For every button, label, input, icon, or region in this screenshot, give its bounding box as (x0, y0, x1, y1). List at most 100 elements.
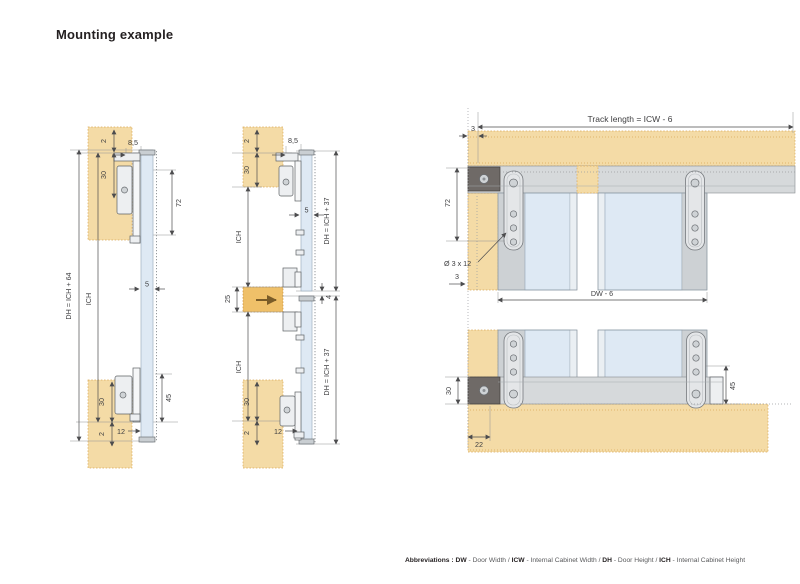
panel-clip (295, 367, 305, 374)
footer-desc-dw: - Door Width / (466, 557, 512, 564)
dim-label-gap-bottom: 2 (97, 432, 106, 436)
footer-desc-ich: - Internal Cabinet Height (670, 557, 746, 564)
door-panel (604, 192, 683, 291)
bracket-inner (506, 173, 521, 248)
lower-hanger-profile (294, 311, 302, 328)
guide-bolt (509, 389, 518, 399)
hanger-bolt (690, 178, 700, 188)
footer-desc-dh: - Door Height / (611, 557, 660, 564)
bracket-screw (509, 224, 518, 232)
callout-label-screw-spec: Ø 3 x 12 (444, 259, 471, 268)
cabinet-top-panel (467, 130, 796, 167)
abbreviations-footer: Abbreviations : DW - Door Width / ICW - … (370, 557, 780, 564)
profile-clip-bottom (129, 413, 141, 422)
door-edge-trim (569, 192, 578, 291)
adjustment-screw (121, 186, 128, 194)
dim-label-offset-top: 8,5 (288, 136, 298, 145)
door-edge-trim (569, 329, 578, 379)
top-hanger-fitting (113, 152, 141, 244)
footer-abbr-dw: DW (455, 557, 467, 564)
dim-label-door-thickness: 5 (305, 206, 309, 215)
bottom-end-cap-screw-center (482, 389, 486, 392)
upper-guide-profile (294, 271, 302, 288)
door-bottom-profile (138, 436, 156, 443)
bracket-screw (691, 238, 699, 246)
top-hanger-fitting (275, 152, 305, 256)
upper-door-panel (300, 149, 313, 292)
diagram-middle-side-section: 2 30 8,5 ICH 5 DH = ICH + 37 25 4 ICH DH… (223, 126, 340, 469)
dim-label-offset-top: 8,5 (128, 138, 138, 147)
dim-label-bottom-track-height: 30 (444, 387, 453, 395)
diagram-right-front-view: Track length = ICW - 6 3 72 Ø 3 x 12 3 D… (443, 108, 796, 453)
sliding-door-panel (140, 149, 154, 443)
footer-abbreviations-label: Abbreviations : (404, 557, 456, 564)
cabinet-bottom-panel (242, 379, 284, 469)
bracket-screw (692, 354, 700, 362)
lower-left-guide-bracket (503, 331, 524, 409)
cabinet-side-panel-lower (467, 329, 499, 378)
door-mount-profile (294, 160, 302, 202)
end-cap-screw-center (482, 177, 486, 181)
dim-label-cabinet-height-lower: ICH (234, 361, 243, 373)
bracket-screw (691, 224, 699, 232)
lower-door-bottom-profile (298, 438, 315, 445)
dim-label-door-width: DW - 6 (591, 289, 613, 298)
door-mount-profile-bottom (132, 367, 141, 423)
panel-clip (295, 249, 305, 256)
dim-label-gap-top: 2 (242, 139, 251, 143)
track-profile (275, 152, 299, 162)
dim-label-inset-top: 30 (99, 171, 108, 179)
bracket-screw (509, 238, 518, 246)
bracket-screw (692, 340, 700, 348)
dim-label-door-height: DH = ICH + 64 (64, 272, 73, 319)
door-panel (604, 329, 683, 379)
bottom-guide-fitting (279, 334, 305, 441)
bracket-inner (689, 334, 703, 406)
bracket-inner (506, 334, 521, 406)
panel-clip (295, 229, 305, 236)
footer-abbr-icw: ICW (511, 557, 525, 564)
dim-label-bottom-side-offset: 22 (475, 440, 483, 449)
diagram-left-side-section: 2 30 8,5 72 DH = ICH + 64 ICH 5 45 30 2 … (64, 126, 183, 469)
panel-clip (295, 334, 305, 341)
hanger-bolt (509, 178, 518, 188)
footer-desc-icw: - Internal Cabinet Width / (524, 557, 603, 564)
bracket-screw (509, 368, 518, 376)
page-title: Mounting example (56, 27, 174, 42)
dim-label-offset-bottom: 12 (274, 427, 282, 436)
bottom-track-end (709, 376, 724, 405)
door-edge-trim (597, 329, 606, 379)
footer-abbr-dh: DH (602, 557, 612, 564)
dim-label-track-length: Track length = ICW - 6 (588, 114, 673, 124)
dim-label-door-side-gap: 3 (455, 272, 459, 281)
dim-label-door-height-lower: DH = ICH + 37 (322, 348, 331, 395)
dim-label-inset-bottom: 30 (242, 398, 251, 406)
dim-label-inset-top: 30 (242, 166, 251, 174)
dim-label-hanger-height: 72 (443, 199, 452, 207)
door-panel (524, 329, 571, 379)
guide-screw (119, 391, 127, 399)
track-break-window (576, 165, 599, 194)
dim-label-door-gap: 4 (324, 295, 333, 299)
door-mount-profile (132, 160, 141, 244)
dim-label-gap-top: 2 (99, 139, 108, 143)
dim-label-cabinet-height: ICH (84, 293, 93, 305)
door-top-profile (138, 149, 156, 156)
lower-door-top-profile (298, 295, 315, 302)
bracket-screw (691, 210, 699, 218)
door-edge-trim (597, 192, 606, 291)
upper-right-hanger-bracket (685, 170, 705, 251)
bracket-inner (688, 173, 702, 248)
footer-abbr-ich: ICH (659, 557, 671, 564)
dim-label-offset-bottom: 12 (117, 427, 125, 436)
bracket-screw (692, 368, 700, 376)
dim-label-track-side-gap: 3 (471, 124, 475, 133)
upper-door-top-profile (298, 149, 315, 156)
callout-leader-screw (477, 232, 507, 263)
door-panel (524, 192, 571, 291)
dim-label-cabinet-height-upper: ICH (234, 231, 243, 243)
upper-left-hanger-bracket (503, 170, 524, 251)
bracket-screw (509, 210, 518, 218)
dim-label-door-thickness: 5 (145, 280, 149, 289)
